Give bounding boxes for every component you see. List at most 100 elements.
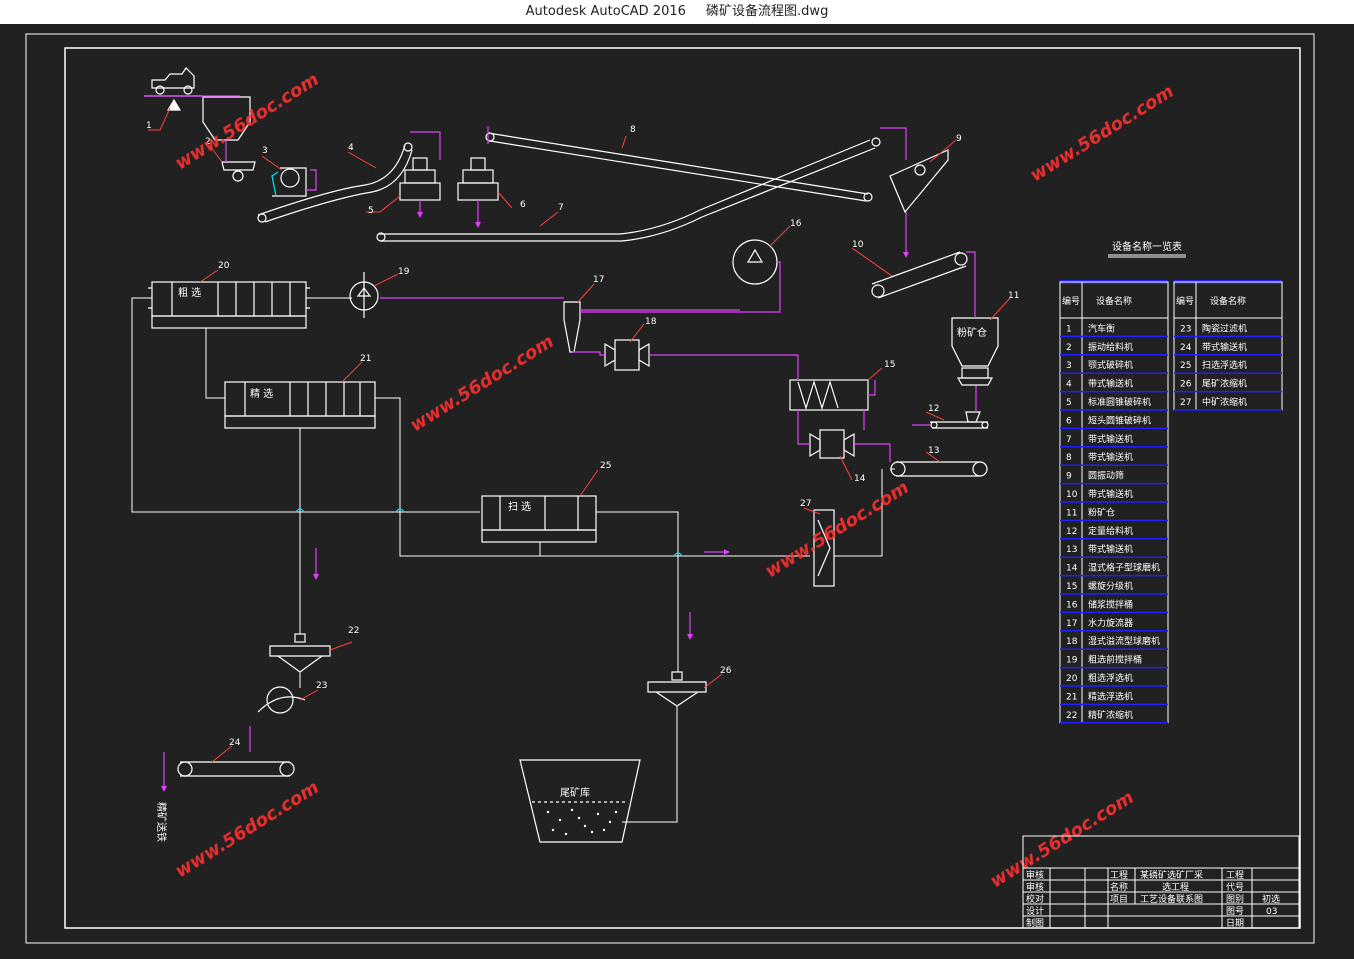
tailings-pond (519, 759, 641, 843)
table-left-row-no: 21 (1066, 692, 1077, 702)
watermark-4: www.56doc.com (762, 477, 913, 582)
table-left-row-no: 22 (1066, 711, 1077, 721)
watermark-5: www.56doc.com (172, 777, 323, 882)
table-left-row-no: 5 (1066, 398, 1072, 408)
cone-crusher-6 (457, 157, 499, 201)
pond-sediment (546, 808, 618, 836)
tb-tuhao-value: 03 (1266, 907, 1277, 917)
table-left-row-name: 振动给料机 (1088, 341, 1133, 353)
tb-daihao: 代号 (1226, 882, 1244, 893)
num-10: 10 (852, 240, 864, 250)
num-20: 20 (218, 261, 230, 271)
pulp-piping (131, 297, 895, 823)
table-left-row-name: 精选浮选机 (1088, 690, 1133, 702)
num-16: 16 (790, 219, 802, 229)
table-left-row-no: 7 (1066, 435, 1072, 445)
table-left-row-no: 18 (1066, 637, 1078, 647)
table-left-row-name: 颚式破碎机 (1088, 359, 1133, 371)
num-25: 25 (600, 461, 611, 471)
crushing-section (144, 67, 999, 477)
conveyor-10 (871, 251, 961, 285)
table-left-row-no: 8 (1066, 453, 1072, 463)
vibrating-screen (889, 149, 949, 214)
tb-gongcheng-2: 工程 (1226, 870, 1244, 881)
num-21: 21 (360, 354, 371, 364)
table-left-row-no: 2 (1066, 343, 1072, 353)
conveyor-7 (378, 139, 871, 235)
watermark-3: www.56doc.com (407, 331, 558, 436)
table-right-row-no: 25 (1180, 361, 1191, 371)
table-left-row-no: 6 (1066, 416, 1072, 426)
cone-crusher-5 (399, 157, 441, 201)
table-right-row-name: 尾矿浓缩机 (1202, 378, 1247, 390)
flow-lines (144, 95, 977, 790)
scavenger-flotation (481, 495, 597, 531)
table-left-row-name: 带式输送机 (1088, 451, 1133, 463)
table-left-row-name: 粉矿仓 (1088, 506, 1115, 518)
drawing-canvas[interactable]: 1 2 3 4 5 6 7 8 9 10 11 12 13 14 15 16 1… (0, 24, 1354, 955)
label-cleaner: 精 选 (250, 387, 273, 400)
feeder-hopper (202, 96, 251, 141)
tailings-thickener (647, 681, 707, 707)
num-4: 4 (348, 143, 354, 153)
num-1: 1 (146, 121, 152, 131)
tb-tubie: 图别 (1226, 894, 1244, 905)
tb-mingcheng: 名称 (1110, 881, 1128, 893)
middlings-thickener (813, 509, 835, 587)
num-5: 5 (368, 206, 374, 216)
num-9: 9 (956, 134, 962, 144)
num-14: 14 (854, 474, 866, 484)
num-8: 8 (630, 125, 636, 135)
table-left-row-name: 粗选浮选机 (1088, 672, 1133, 684)
tb-shenhe: 审核 (1026, 869, 1044, 881)
table-left-row-name: 标准圆锥破碎机 (1088, 396, 1151, 408)
cyan-connectors (271, 171, 683, 557)
rougher-flotation (151, 281, 307, 317)
table-left-row-name: 带式输送机 (1088, 543, 1133, 555)
num-7: 7 (558, 203, 564, 213)
table-left-row-no: 10 (1066, 490, 1078, 500)
table-title: 设备名称一览表 (1112, 240, 1182, 253)
table-left-row-name: 带式输送机 (1088, 433, 1133, 445)
flow-diagram: 1 2 3 4 5 6 7 8 9 10 11 12 13 14 15 16 1… (25, 33, 1315, 944)
conveyor-4 (257, 144, 406, 216)
tb-sheji: 设计 (1026, 905, 1044, 917)
num-22: 22 (348, 626, 359, 636)
flow-arrows (161, 212, 909, 792)
watermarks: www.56doc.com www.56doc.com www.56doc.co… (172, 69, 1178, 892)
num-15: 15 (884, 360, 895, 370)
conveyor-24 (180, 761, 290, 777)
concentrate-thickener (269, 645, 331, 673)
table-left-row-name: 带式输送机 (1088, 488, 1133, 500)
tb-xiangmu: 项目 (1110, 894, 1128, 905)
equipment-numbers: 1 2 3 4 5 6 7 8 9 10 11 12 13 14 15 16 1… (146, 121, 1019, 748)
num-18: 18 (645, 317, 657, 327)
grate-ball-mill (819, 429, 845, 459)
title-block-text: 审核 审核 校对 设计 制图 工程 名称 某磷矿选矿厂采 选工程 项目 工艺设备… (1026, 869, 1280, 929)
num-27: 27 (800, 499, 811, 509)
num-6: 6 (520, 200, 526, 210)
table-left-row-no: 14 (1066, 564, 1078, 574)
inner-frame (64, 47, 1301, 929)
tb-tuhao: 图号 (1226, 906, 1244, 917)
table-left-row-name: 湿式格子型球磨机 (1088, 562, 1160, 574)
table-left-row-no: 13 (1066, 545, 1077, 555)
table-left-col-no: 编号 (1062, 295, 1080, 307)
tb-project-name-2: 选工程 (1162, 881, 1189, 893)
num-12: 12 (928, 404, 939, 414)
conveyor-8 (487, 132, 869, 195)
table-left-row-name: 湿式溢流型球磨机 (1088, 635, 1160, 647)
table-left-row-name: 定量给料机 (1088, 525, 1133, 537)
tb-tubie-value: 初选 (1262, 893, 1280, 905)
cleaner-flotation (224, 381, 376, 417)
tb-drawing-name: 工艺设备联系图 (1140, 893, 1203, 905)
table-left-col-name: 设备名称 (1096, 295, 1132, 307)
num-19: 19 (398, 267, 410, 277)
tb-jiaodui: 校对 (1026, 893, 1044, 905)
table-left-row-no: 9 (1066, 472, 1072, 482)
table-left-row-no: 16 (1066, 600, 1078, 610)
label-powder-bin: 粉矿仓 (957, 326, 987, 339)
table-left-row-name: 短头圆锥破碎机 (1088, 414, 1151, 426)
label-scavenger: 扫 选 (508, 500, 531, 513)
